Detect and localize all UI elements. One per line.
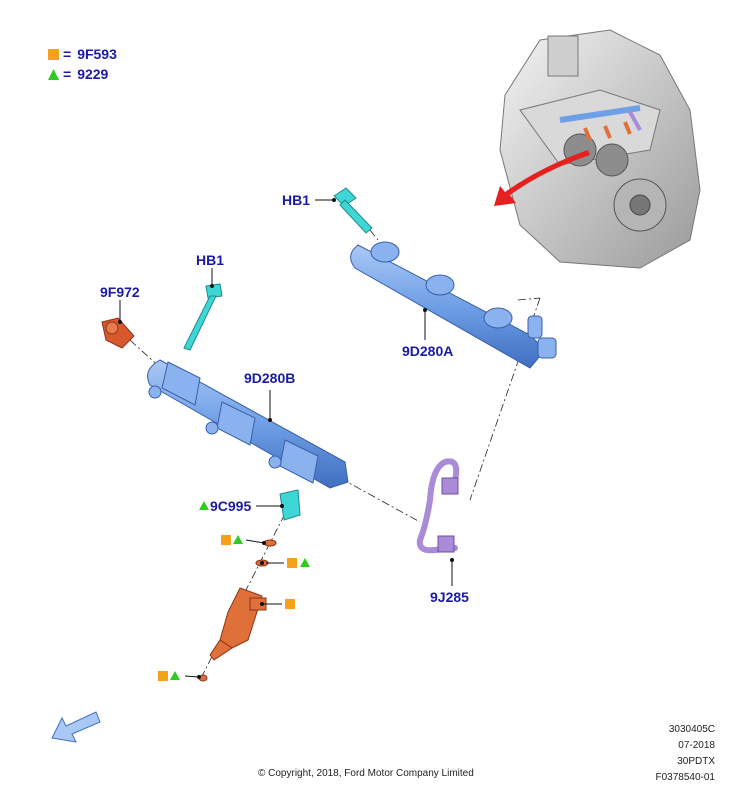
spec-markers	[158, 501, 310, 681]
pressure-sensor-9f972	[101, 317, 135, 349]
copyright-text: © Copyright, 2018, Ford Motor Company Li…	[258, 768, 474, 779]
engine-overview-illustration	[499, 29, 701, 269]
legend-code: 9F593	[77, 46, 117, 62]
fuel-injector	[209, 587, 267, 661]
callout-9d280a: 9D280A	[402, 343, 454, 359]
callout-9f972: 9F972	[100, 284, 140, 300]
legend-equals: =	[63, 66, 72, 82]
callout-9c995: 9C995	[210, 498, 252, 514]
legend-item-9229: = 9229	[48, 64, 117, 84]
fuel-rail-9d280a	[350, 241, 557, 369]
meta-line: 30PDTX	[677, 756, 715, 767]
red-arrow-icon	[494, 150, 590, 206]
green-triangle-icon	[48, 68, 59, 80]
fuel-tube-9j285	[416, 458, 460, 554]
bolt-hb1-lower	[183, 283, 223, 351]
alignment-lines	[129, 204, 541, 681]
meta-line: 07-2018	[678, 740, 715, 751]
legend-equals: =	[63, 46, 72, 62]
callout-hb1-lower: HB1	[196, 252, 225, 268]
callout-hb1-upper: HB1	[282, 192, 311, 208]
legend-code: 9229	[77, 66, 109, 82]
callout-leaders	[119, 199, 453, 678]
orange-square-icon	[48, 48, 59, 60]
leader-dots	[118, 198, 454, 679]
callout-9j285: 9J285	[430, 589, 469, 605]
meta-line: F0378540-01	[655, 772, 716, 783]
orientation-arrow-icon	[51, 711, 101, 743]
meta-line: 3030405C	[668, 724, 715, 735]
fuel-rail-9d280b	[147, 359, 349, 489]
legend-item-9f593: = 9F593	[48, 44, 117, 64]
clip-9c995	[279, 489, 301, 521]
document-meta: 3030405C 07-2018 30PDTX F0378540-01	[656, 722, 716, 786]
legend: = 9F593 = 9229	[48, 44, 117, 84]
bolt-hb1-upper	[333, 187, 373, 234]
callout-9d280b: 9D280B	[244, 370, 296, 386]
